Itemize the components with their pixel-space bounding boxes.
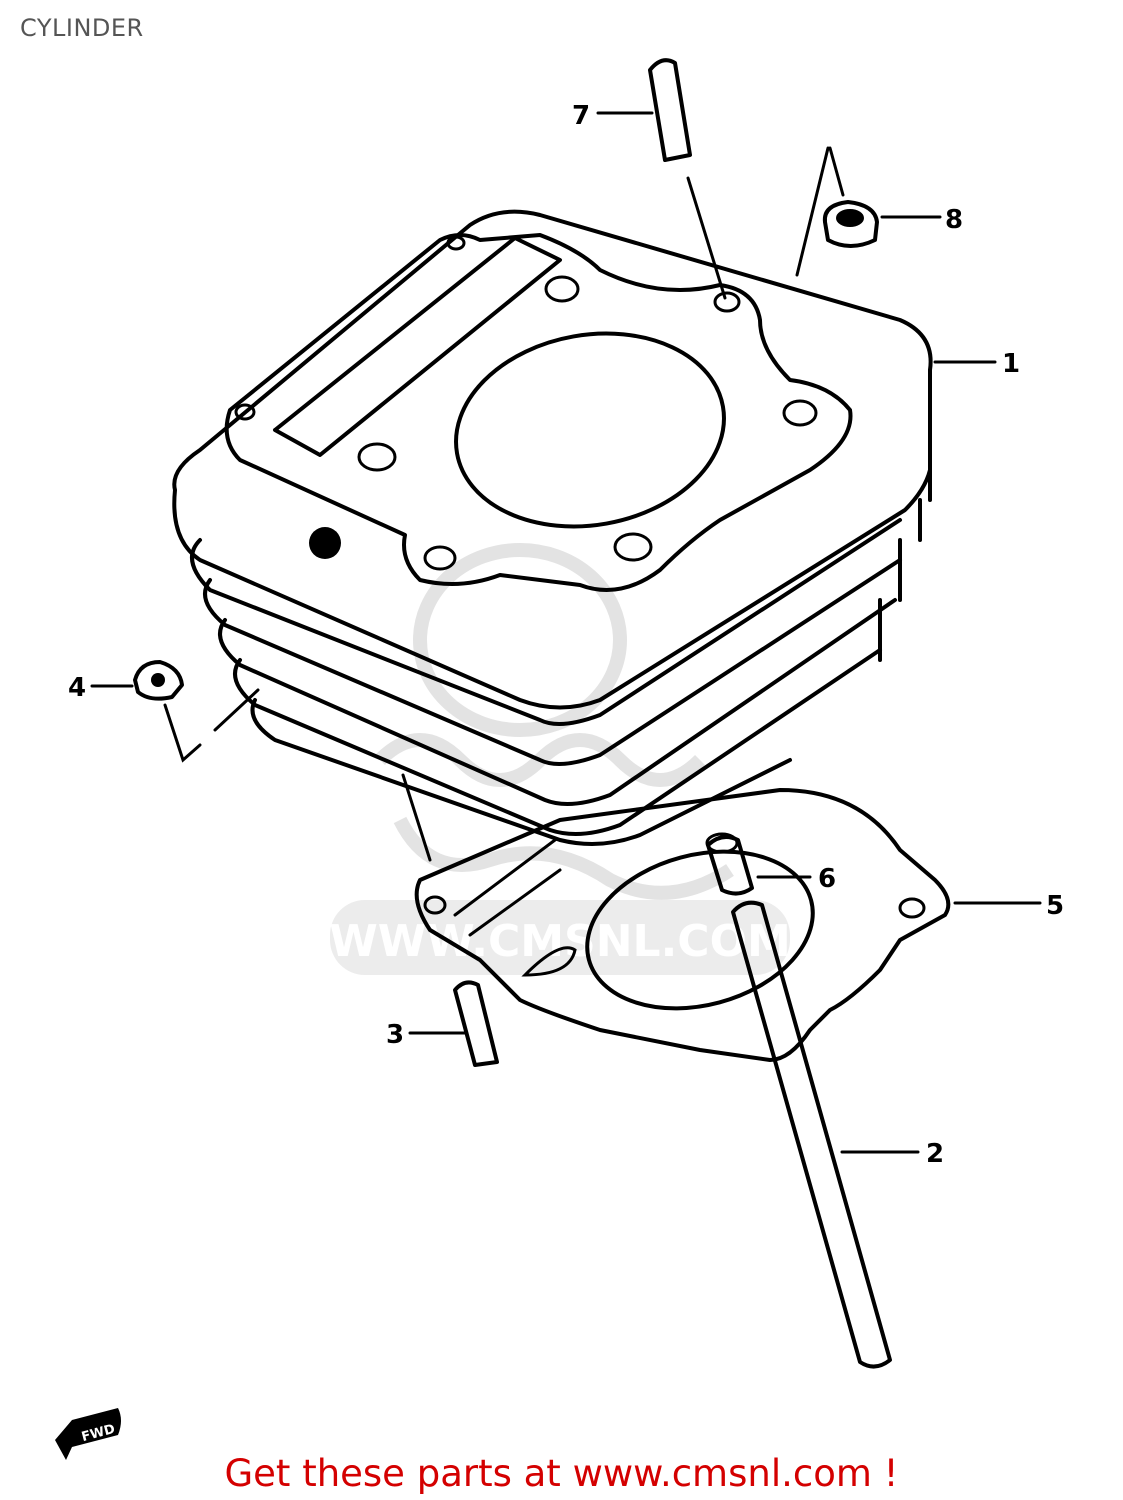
part-4-nut[interactable]: 4 <box>68 660 260 763</box>
part-7-stud-bolt[interactable]: 7 <box>572 58 727 300</box>
part-2-stud-bolt[interactable]: 2 <box>731 900 944 1369</box>
callout-1: 1 <box>1002 349 1020 379</box>
part-1-cylinder[interactable] <box>172 209 933 846</box>
callout-2: 2 <box>926 1139 944 1169</box>
watermark-text: WWW.CMSNL.COM <box>329 916 791 967</box>
part-8-nut[interactable]: 8 <box>795 146 963 277</box>
part-3-dowel-pin[interactable]: 3 <box>386 773 499 1067</box>
footer-link[interactable]: Get these parts at www.cmsnl.com ! <box>224 1452 899 1495</box>
part-5-gasket[interactable] <box>414 788 951 1062</box>
diagram-title: CYLINDER <box>20 14 144 42</box>
callout-4: 4 <box>68 673 86 703</box>
callout-3: 3 <box>386 1020 404 1050</box>
callout-6: 6 <box>818 864 836 894</box>
watermark-logo: WWW.CMSNL.COM <box>329 543 791 975</box>
callout-5: 5 <box>1046 891 1064 921</box>
callout-7: 7 <box>572 101 590 131</box>
part-6-dowel[interactable]: 6 <box>705 832 836 896</box>
callout-8: 8 <box>945 205 963 235</box>
